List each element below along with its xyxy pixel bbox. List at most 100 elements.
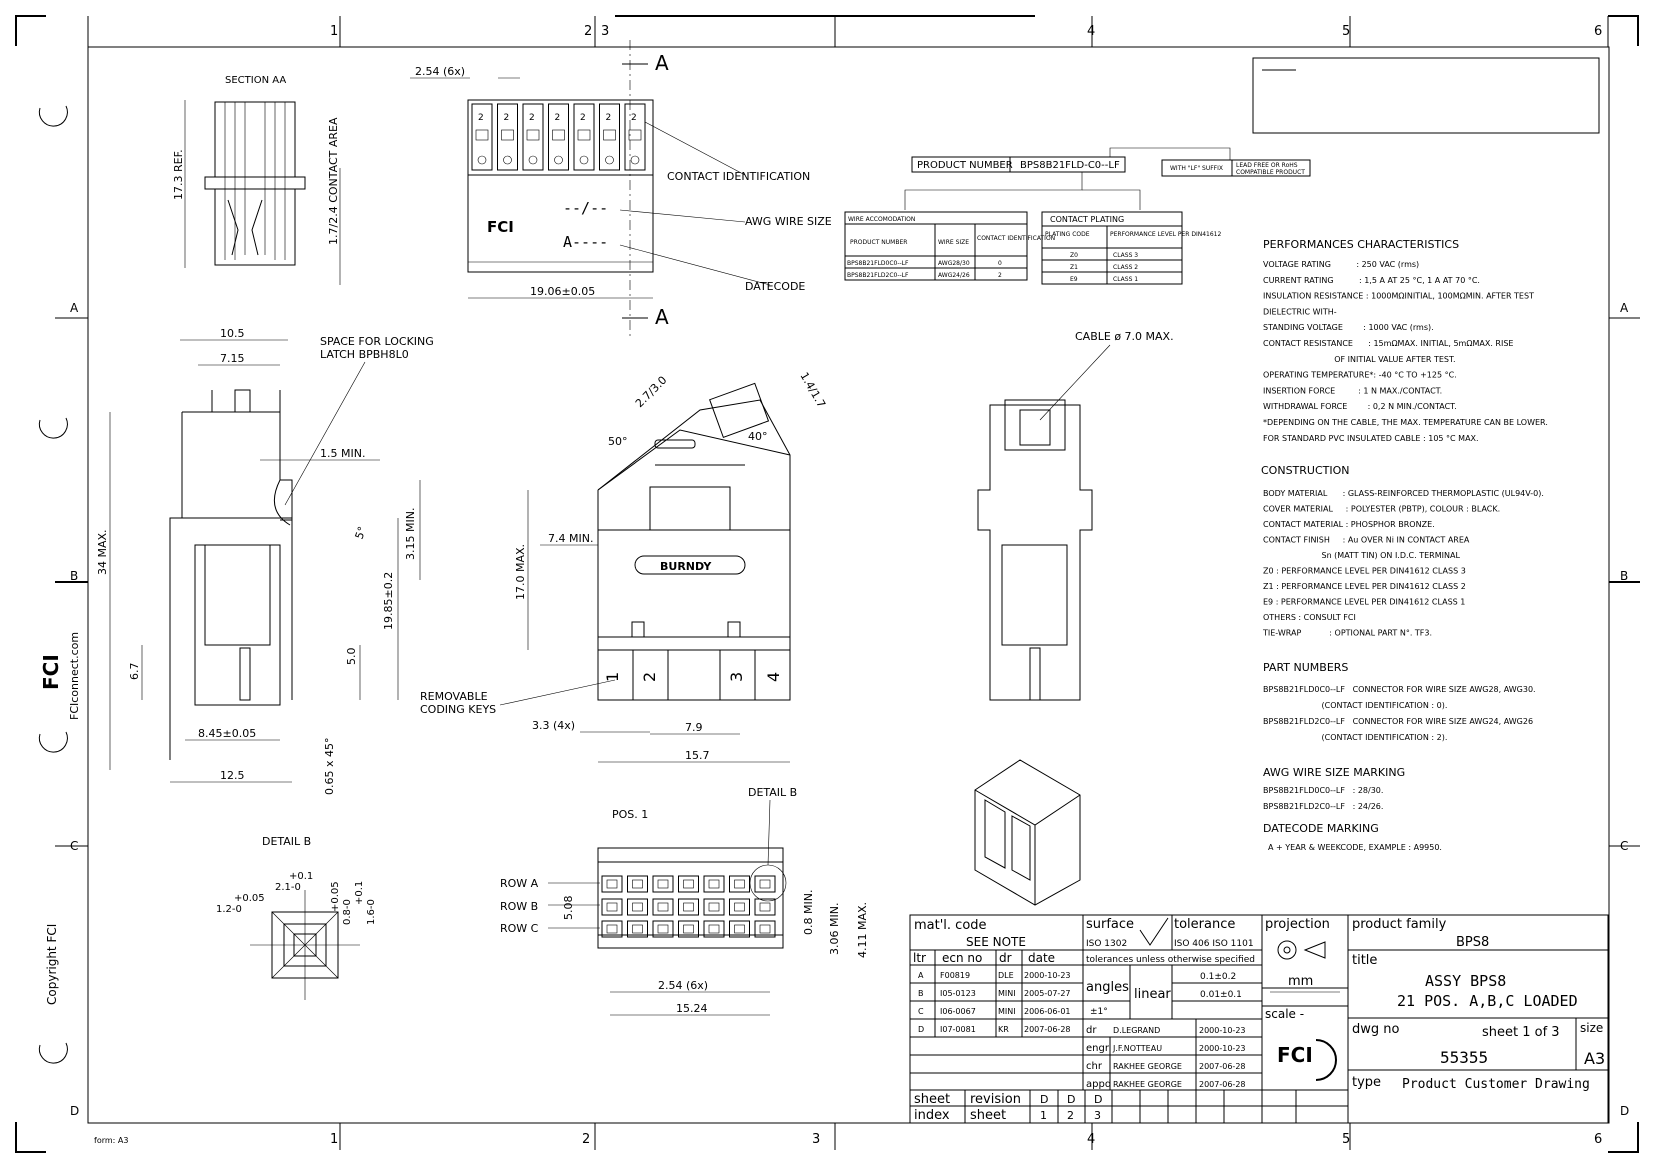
wire-table-r1-product: BPS8B21FLD0C0--LF <box>847 260 909 267</box>
rev-header-dr: dr <box>999 951 1012 965</box>
plating-r3-code: E9 <box>1070 276 1078 283</box>
construction-line: OTHERS : CONSULT FCI <box>1263 613 1356 622</box>
top-contact-hole <box>477 155 487 165</box>
bottom-contact-inner <box>606 902 618 912</box>
surface-label: surface <box>1086 917 1134 932</box>
lf-meaning-line2: COMPATIBLE PRODUCT <box>1236 169 1305 176</box>
bottom-contact-inner <box>683 879 694 889</box>
wire-table-header-product: PRODUCT NUMBER <box>850 239 907 246</box>
top-contact-window <box>603 129 616 141</box>
sheet-value-1: 1 <box>1040 1109 1047 1122</box>
bottom-contact-cell <box>627 920 648 938</box>
plating-header-level: PERFORMANCE LEVEL PER DIN41612 <box>1110 231 1221 238</box>
projection-circle-icon <box>1277 940 1297 960</box>
index-label: index <box>914 1108 950 1123</box>
signer-cell: appd <box>1086 1079 1111 1090</box>
side-dim-chamfer: 0.65 x 45° <box>323 738 336 796</box>
bottom-contact-inner <box>734 924 745 934</box>
wire-table-r2-product: BPS8B21FLD2C0--LF <box>847 272 909 279</box>
size-label: size <box>1580 1021 1603 1035</box>
plating-r2-code: Z1 <box>1070 264 1078 271</box>
title-block-fci-logo: FCI <box>1277 1043 1313 1067</box>
construction-line: Z0 : PERFORMANCE LEVEL PER DIN41612 CLAS… <box>1263 567 1466 576</box>
front-dim-3-3: 3.3 (4x) <box>532 719 575 732</box>
side-dim-7-15: 7.15 <box>220 352 245 365</box>
signer-cell: 2007-06-28 <box>1199 1062 1246 1071</box>
type-value: Product Customer Drawing <box>1402 1077 1590 1092</box>
dwg-no-value: 55355 <box>1440 1048 1488 1067</box>
product-number-value: BPS8B21FLD-C0--LF <box>1020 160 1120 171</box>
part-numbers-title: PART NUMBERS <box>1263 661 1348 674</box>
performance-line: INSERTION FORCE : 1 N MAX./CONTACT. <box>1263 386 1442 395</box>
sheet-label: sheet <box>914 1092 950 1107</box>
bottom-contact-cell <box>754 898 776 916</box>
revision-value-3: D <box>1094 1093 1102 1106</box>
side-dim-10-5: 10.5 <box>220 327 245 340</box>
sheet-info: sheet 1 of 3 <box>1482 1025 1560 1040</box>
wire-table-title: WIRE ACCOMODATION <box>848 216 915 223</box>
signer-cell: dr <box>1086 1025 1097 1036</box>
construction-line: CONTACT MATERIAL : PHOSPHOR BRONZE. <box>1263 520 1435 529</box>
row-a-label: ROW A <box>500 877 539 890</box>
bottom-contact-inner <box>708 902 720 912</box>
top-contact-window <box>577 129 591 141</box>
isometric-view <box>974 759 1081 906</box>
detail-b-dim-4: 1.2-0 <box>216 904 242 915</box>
wire-table-r1-size: AWG28/30 <box>938 260 970 267</box>
top-fci-logo: FCI <box>487 218 514 236</box>
coding-key-3: 3 <box>727 672 746 682</box>
matl-code-value: SEE NOTE <box>966 935 1026 949</box>
performance-line: INSULATION RESISTANCE : 1000MΩINITIAL, 1… <box>1263 292 1534 301</box>
bottom-contact-inner <box>657 924 669 934</box>
bottom-dim-5-08: 5.08 <box>562 896 575 921</box>
front-dim-17-max: 17.0 MAX. <box>514 544 527 600</box>
performance-line: WITHDRAWAL FORCE : 0,2 N MIN./CONTACT. <box>1263 402 1457 411</box>
end-view: CABLE ø 7.0 MAX. <box>977 330 1174 701</box>
front-dim-1-4: 1.4/1.7 <box>797 370 828 410</box>
front-dim-15-7: 15.7 <box>685 749 710 762</box>
performance-line: CONTACT RESISTANCE : 15mΩMAX. INITIAL, 5… <box>1263 339 1513 348</box>
construction-line: Sn (MATT TIN) ON I.D.C. TERMINAL <box>1263 551 1460 560</box>
revision-cell: KR <box>998 1025 1009 1034</box>
section-aa-title: SECTION AA <box>225 75 286 86</box>
coding-key-1: 1 <box>603 672 622 682</box>
top-contact-window <box>501 129 514 141</box>
bottom-contact-inner <box>734 879 745 889</box>
zone-col-4: 4 <box>1087 24 1095 39</box>
bottom-contact-inner <box>606 924 618 934</box>
top-awg-placeholder: --/-- <box>563 199 608 217</box>
detail-b-dim-2: 2.1-0 <box>275 882 301 893</box>
side-dim-8-45: 8.45±0.05 <box>198 727 256 740</box>
burndy-badge <box>634 555 746 575</box>
zone-col-1-bottom: 1 <box>330 1132 338 1147</box>
zone-col-5-bottom: 5 <box>1342 1132 1350 1147</box>
wire-table-r2-size: AWG24/26 <box>938 272 970 279</box>
top-contact-id: 2 <box>529 113 535 123</box>
performance-line: *DEPENDING ON THE CABLE, THE MAX. TEMPER… <box>1263 418 1548 427</box>
revision-cell: I05-0123 <box>940 989 976 998</box>
bottom-contact-inner <box>708 924 720 934</box>
rev-header-date: date <box>1028 951 1055 965</box>
matl-code-label: mat'l. code <box>914 918 987 933</box>
section-marker-bottom: A <box>655 305 669 329</box>
revision-cell: C <box>918 1007 924 1016</box>
bottom-contact-inner <box>734 902 745 912</box>
revision-cell: D <box>918 1025 924 1034</box>
side-dim-5-deg: 5° <box>353 525 369 541</box>
side-dim-1-5-min: 1.5 MIN. <box>320 447 365 460</box>
side-dim-5-0: 5.0 <box>345 648 358 666</box>
zone-col-4-bottom: 4 <box>1087 1132 1095 1147</box>
zone-row-d: D <box>70 1104 79 1118</box>
zone-row-b: B <box>70 569 78 583</box>
front-view: BURNDY 1 2 3 4 2.7/3.0 1.4/1.7 50° 40° 1… <box>420 370 828 763</box>
coding-key-4: 4 <box>764 672 783 682</box>
rev-header-ecn: ecn no <box>942 951 982 965</box>
wire-table-header-size: WIRE SIZE <box>938 239 969 246</box>
detail-b-dim-6: 0.8-0 <box>342 899 353 925</box>
part-number-line: BPS8B21FLD0C0--LF CONNECTOR FOR WIRE SIZ… <box>1263 685 1536 694</box>
detail-b-view: DETAIL B +0.1 2.1-0 +0.05 1.2-0 +0.05 0.… <box>216 835 377 1000</box>
bottom-contact-cell <box>678 898 699 916</box>
cable-note: CABLE ø 7.0 MAX. <box>1075 330 1174 343</box>
side-dim-19-85: 19.85±0.2 <box>382 572 395 630</box>
